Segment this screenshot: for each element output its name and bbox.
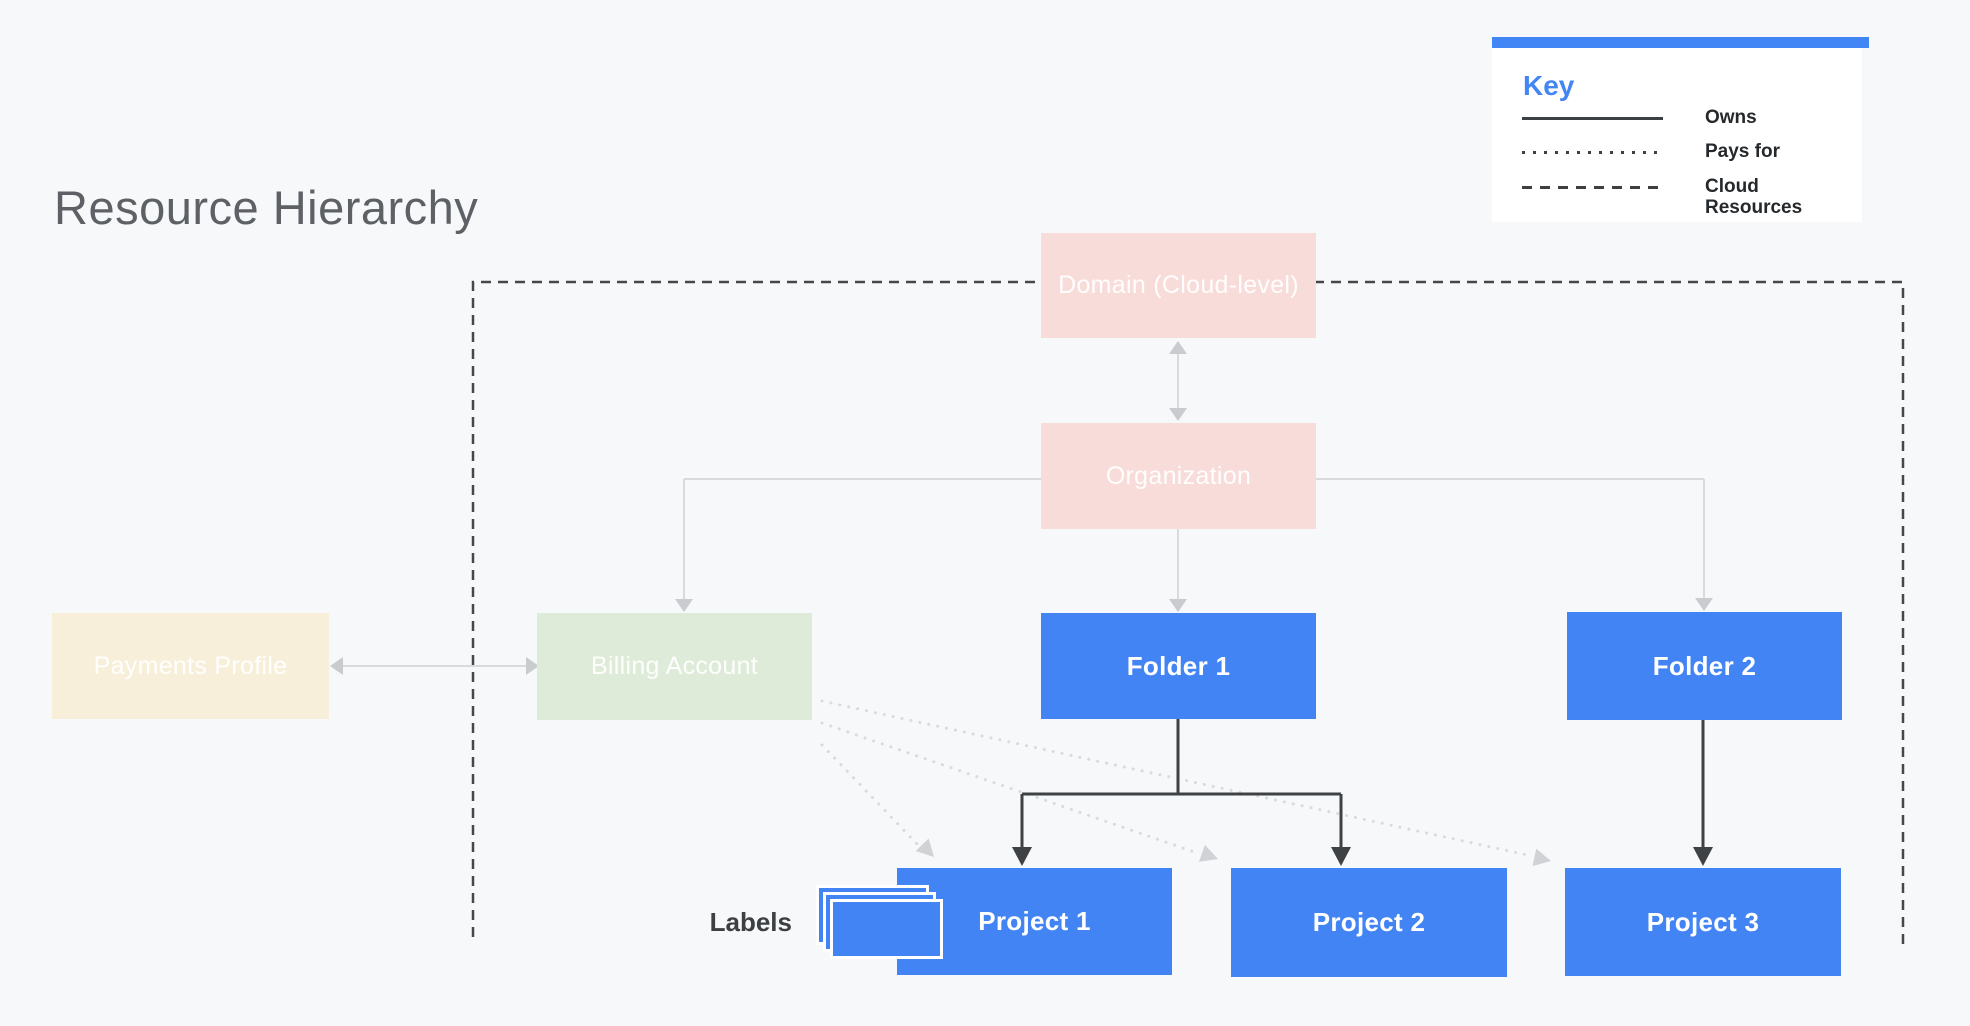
- key-legend: Key Owns Pays for Cloud Resources: [1492, 48, 1862, 222]
- node-organization: Organization: [1041, 423, 1316, 529]
- node-payments-profile: Payments Profile: [52, 613, 329, 719]
- node-folder-1: Folder 1: [1041, 613, 1316, 719]
- label-card-front: [830, 899, 943, 959]
- legend-label-owns: Owns: [1705, 107, 1757, 128]
- node-billing-account: Billing Account: [537, 613, 812, 720]
- legend-label-cloud-resources: Cloud Resources: [1705, 176, 1803, 218]
- node-domain: Domain (Cloud-level): [1041, 233, 1316, 338]
- node-project-2: Project 2: [1231, 868, 1507, 977]
- key-accent-bar: [1492, 37, 1869, 48]
- node-project-3: Project 3: [1565, 868, 1841, 976]
- page-title: Resource Hierarchy: [54, 181, 479, 234]
- organization-connectors: [330, 341, 1713, 675]
- legend-label-pays-for: Pays for: [1705, 141, 1780, 162]
- labels-stack-icon: [816, 885, 946, 961]
- labels-caption: Labels: [709, 907, 792, 937]
- node-folder-2: Folder 2: [1567, 612, 1842, 720]
- solid-line-sample: [1522, 117, 1663, 120]
- owns-connectors: [1012, 719, 1713, 866]
- dashed-line-sample: [1522, 186, 1663, 189]
- key-title: Key: [1523, 70, 1575, 101]
- pays-for-connectors: [820, 699, 1551, 867]
- dotted-line-sample: [1522, 151, 1663, 154]
